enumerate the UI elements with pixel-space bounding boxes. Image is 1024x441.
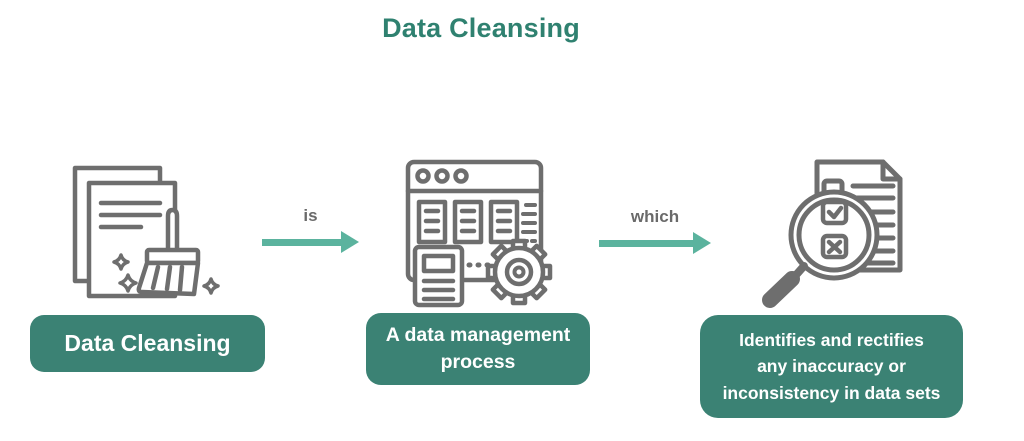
arrow-shaft	[599, 239, 693, 247]
document-card	[412, 244, 465, 308]
node-function	[750, 142, 925, 310]
checkbox-x-icon	[820, 233, 849, 260]
checkbox-check-icon	[820, 199, 849, 226]
magnifier-checklist-icon	[762, 159, 903, 308]
arrow-right-icon	[599, 232, 711, 254]
connector-is-label: is	[303, 206, 318, 225]
node-label-text: Data Cleansing	[64, 330, 231, 356]
front-document	[86, 180, 178, 299]
arrow-shaft	[262, 238, 341, 246]
page-title: Data Cleansing	[382, 13, 580, 43]
node-label-definition: A data management process	[366, 313, 590, 385]
node-label-function: Identifies and rectifies any inaccuracy …	[700, 315, 963, 418]
node-label-data-cleansing: Data Cleansing	[30, 315, 265, 372]
card-list	[416, 199, 520, 245]
connector-which-label: which	[630, 207, 680, 226]
node-definition	[400, 155, 560, 313]
connector-which: which	[599, 207, 711, 254]
arrow-right-icon	[262, 231, 359, 253]
sparkle-icon	[112, 253, 220, 295]
node-data-cleansing	[55, 150, 230, 302]
node-label-text: Identifies and rectifies any inaccuracy …	[722, 330, 941, 403]
gear-icon	[485, 238, 553, 306]
data-management-gear-icon	[405, 159, 553, 308]
side-lines	[521, 203, 537, 243]
arrow-head	[693, 232, 711, 254]
broom-icon	[136, 207, 201, 297]
node-label-text: A data management process	[385, 323, 571, 373]
documents-broom-icon	[72, 165, 220, 299]
connector-is: is	[262, 206, 359, 253]
arrow-head	[341, 231, 359, 253]
